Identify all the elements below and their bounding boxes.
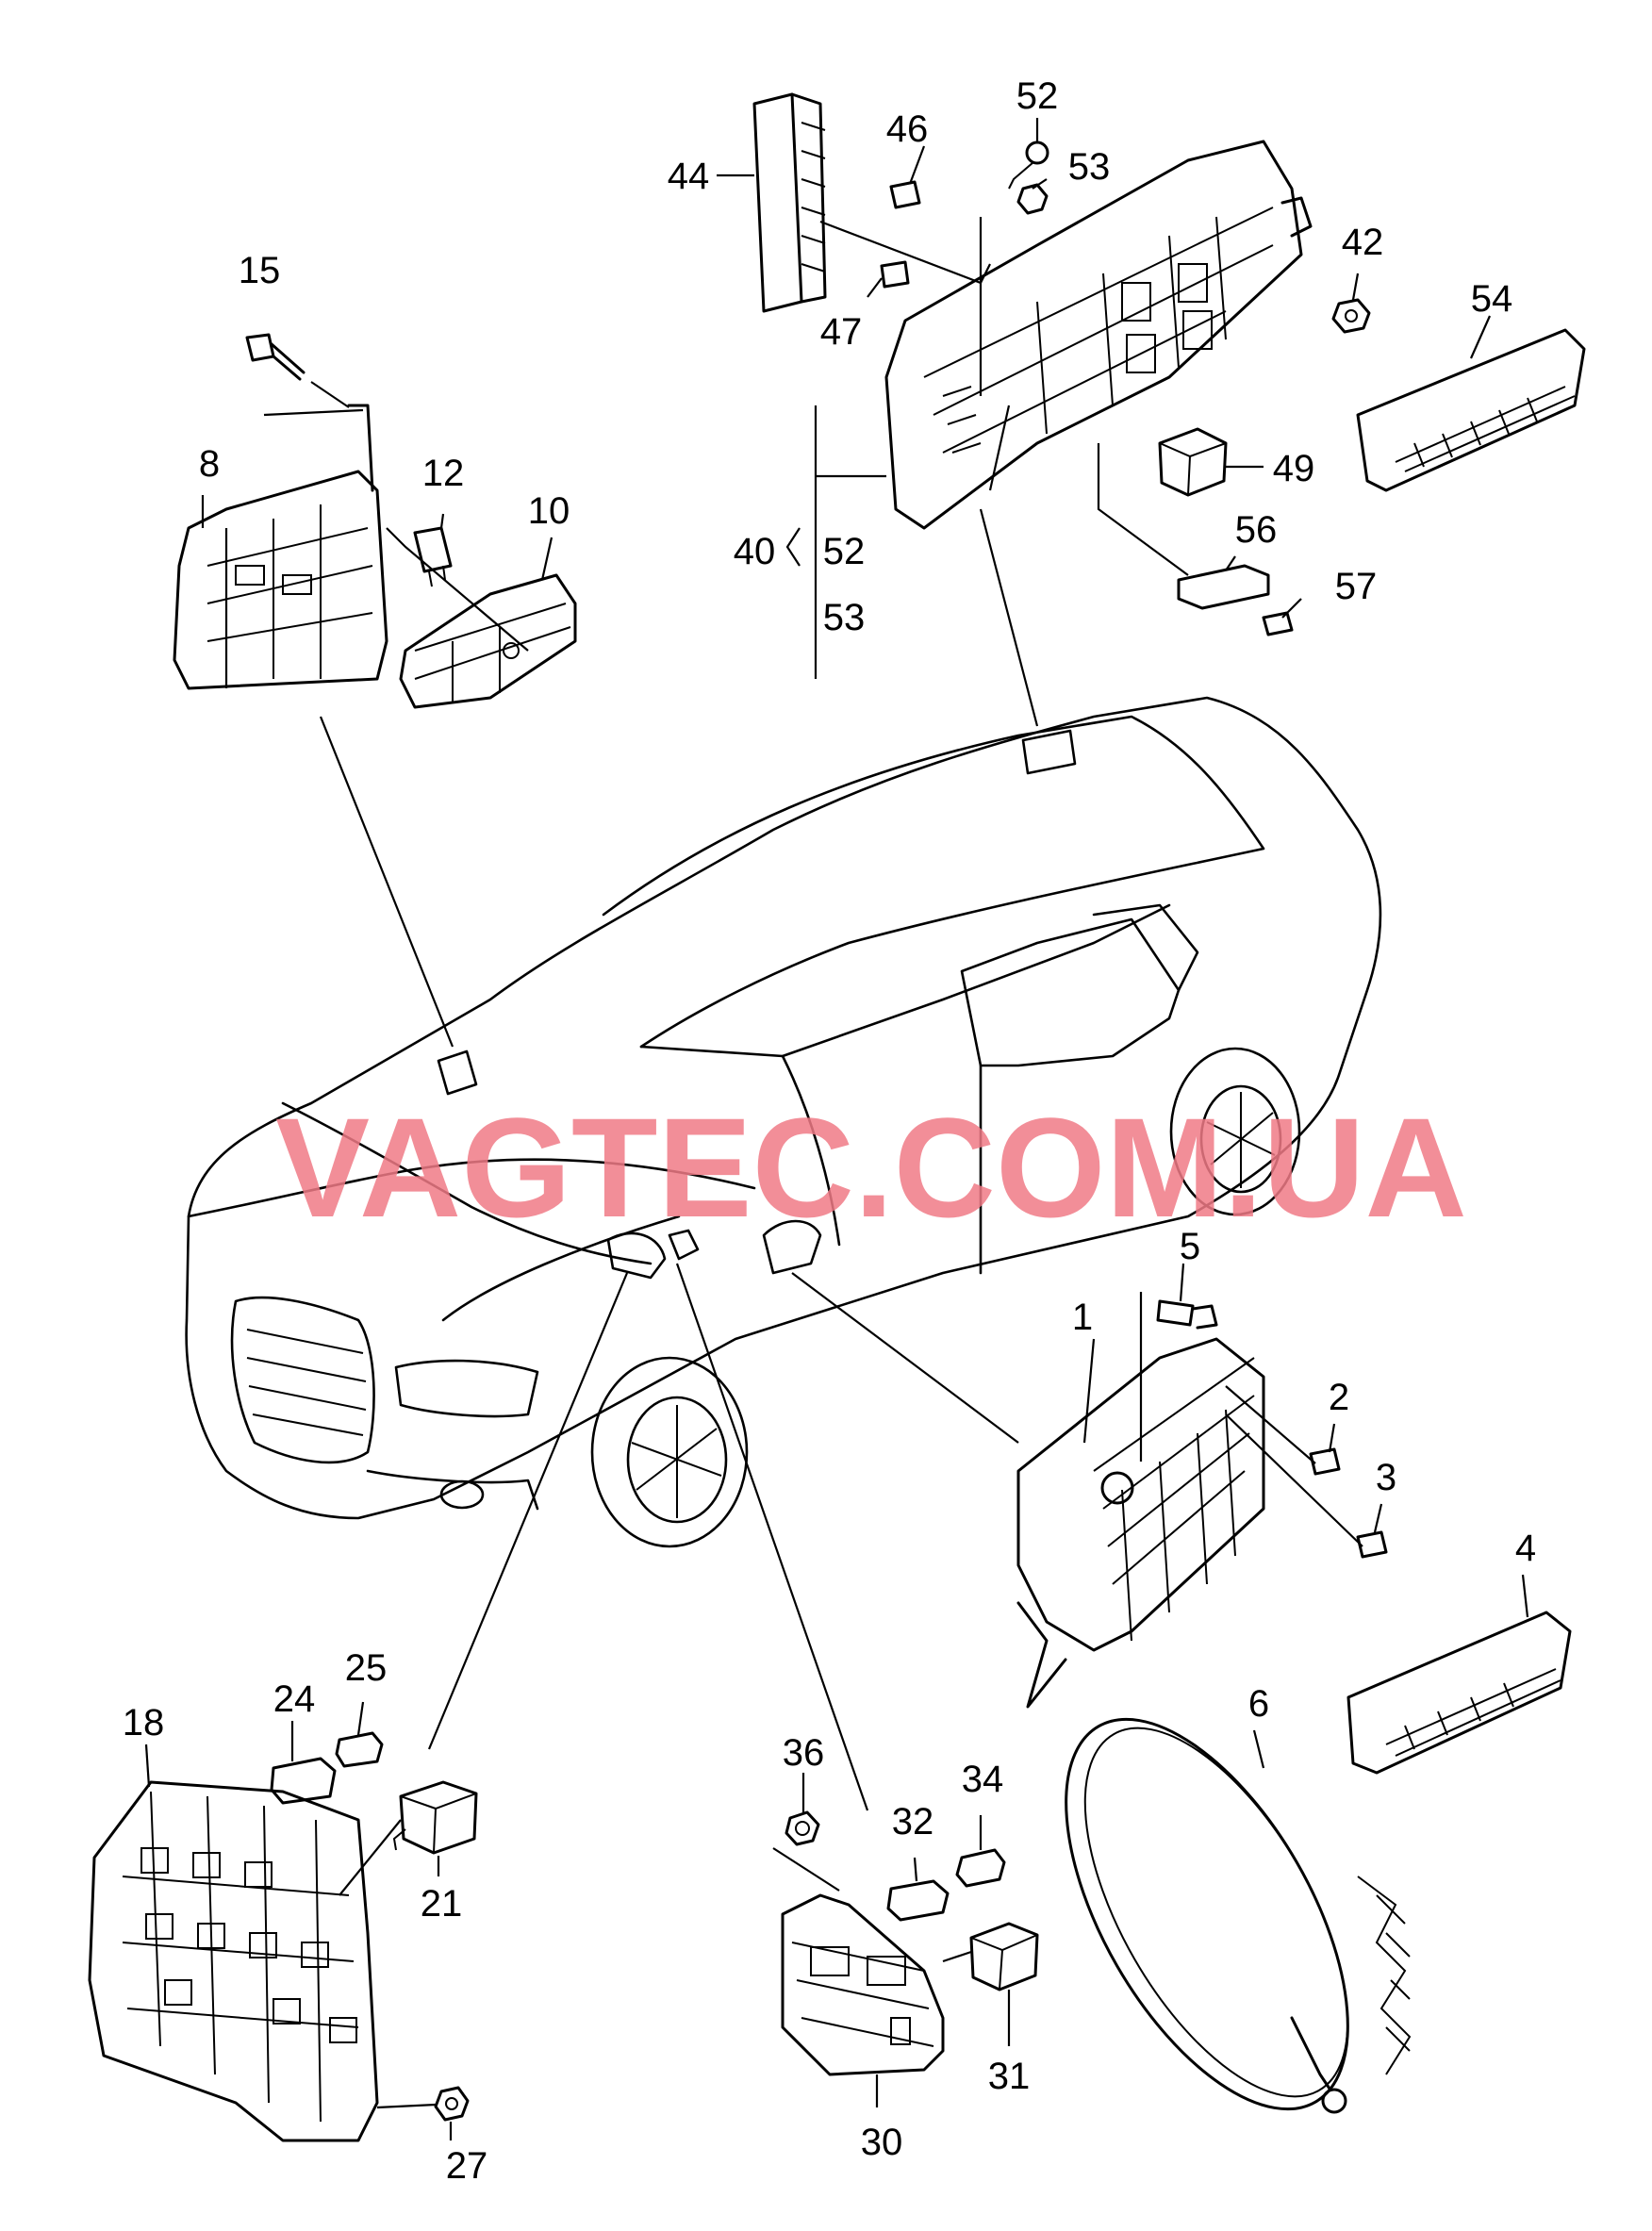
label-4: 4 — [1515, 1528, 1536, 1569]
control-unit-10 — [399, 573, 577, 709]
relay-31 — [969, 1922, 1039, 1991]
connector-44 — [752, 92, 827, 313]
label-40: 40 — [734, 531, 776, 572]
car-outline — [185, 696, 1382, 1548]
fuse-25 — [335, 1731, 384, 1768]
label-32: 32 — [892, 1801, 934, 1843]
label-34: 34 — [962, 1759, 1004, 1800]
label-21: 21 — [421, 1883, 463, 1925]
watermark: VAGTEC.COM.UA — [275, 1088, 1467, 1247]
nut-27 — [434, 2086, 470, 2122]
fuse-2 — [1309, 1447, 1341, 1476]
fuse-46 — [889, 180, 921, 209]
label-44: 44 — [668, 156, 710, 197]
label-49: 49 — [1273, 448, 1315, 489]
label-53-top: 53 — [1068, 146, 1111, 188]
bolt-5 — [1156, 1299, 1218, 1330]
label-52-top: 52 — [1016, 75, 1059, 117]
label-5: 5 — [1180, 1226, 1200, 1267]
brace-40 — [785, 527, 801, 567]
relay-21 — [392, 1780, 478, 1855]
label-54: 54 — [1471, 278, 1513, 320]
fuse-34 — [955, 1848, 1006, 1888]
label-31: 31 — [988, 2056, 1031, 2097]
washer-52 — [1008, 140, 1049, 190]
label-15: 15 — [239, 250, 281, 291]
fuse-12 — [413, 526, 453, 587]
label-47: 47 — [820, 311, 863, 353]
bracket-30 — [781, 1893, 945, 2076]
cable-6 — [1065, 1717, 1412, 2114]
label-56: 56 — [1235, 509, 1278, 551]
relay-49 — [1158, 427, 1228, 497]
label-52-bracket: 52 — [823, 531, 866, 572]
nut-42 — [1331, 298, 1371, 334]
leader-lines — [144, 118, 1529, 2140]
cover-54 — [1356, 328, 1586, 492]
label-36: 36 — [783, 1732, 825, 1774]
cover-4 — [1346, 1611, 1572, 1775]
label-1: 1 — [1072, 1297, 1093, 1338]
label-42: 42 — [1342, 222, 1384, 263]
label-2: 2 — [1329, 1377, 1349, 1418]
label-27: 27 — [446, 2145, 488, 2187]
holder-24 — [270, 1757, 337, 1805]
holder-32 — [886, 1879, 950, 1922]
part-labels: 1 2 3 4 5 6 8 10 12 15 18 21 24 25 27 30… — [123, 75, 1536, 2187]
bolt-15 — [245, 333, 350, 408]
label-6: 6 — [1248, 1683, 1269, 1725]
label-57: 57 — [1335, 566, 1378, 607]
fuse-47 — [880, 260, 910, 289]
label-24: 24 — [273, 1678, 316, 1720]
label-10: 10 — [528, 490, 570, 532]
label-12: 12 — [422, 453, 465, 494]
clip-36 — [785, 1810, 820, 1846]
label-30: 30 — [861, 2122, 903, 2163]
label-46: 46 — [886, 108, 929, 150]
fuse-3 — [1356, 1530, 1388, 1559]
label-3: 3 — [1376, 1457, 1396, 1498]
holder-56 — [1177, 564, 1270, 610]
label-18: 18 — [123, 1702, 165, 1743]
fuse-57 — [1262, 611, 1294, 636]
label-8: 8 — [199, 443, 220, 485]
relay-plate-18 — [88, 1780, 379, 2142]
ebox-1 — [1016, 1337, 1265, 1709]
fuse-carrier-40 — [884, 140, 1313, 530]
label-25: 25 — [345, 1647, 388, 1689]
nut-53 — [1016, 183, 1049, 215]
label-53-bracket: 53 — [823, 597, 866, 638]
